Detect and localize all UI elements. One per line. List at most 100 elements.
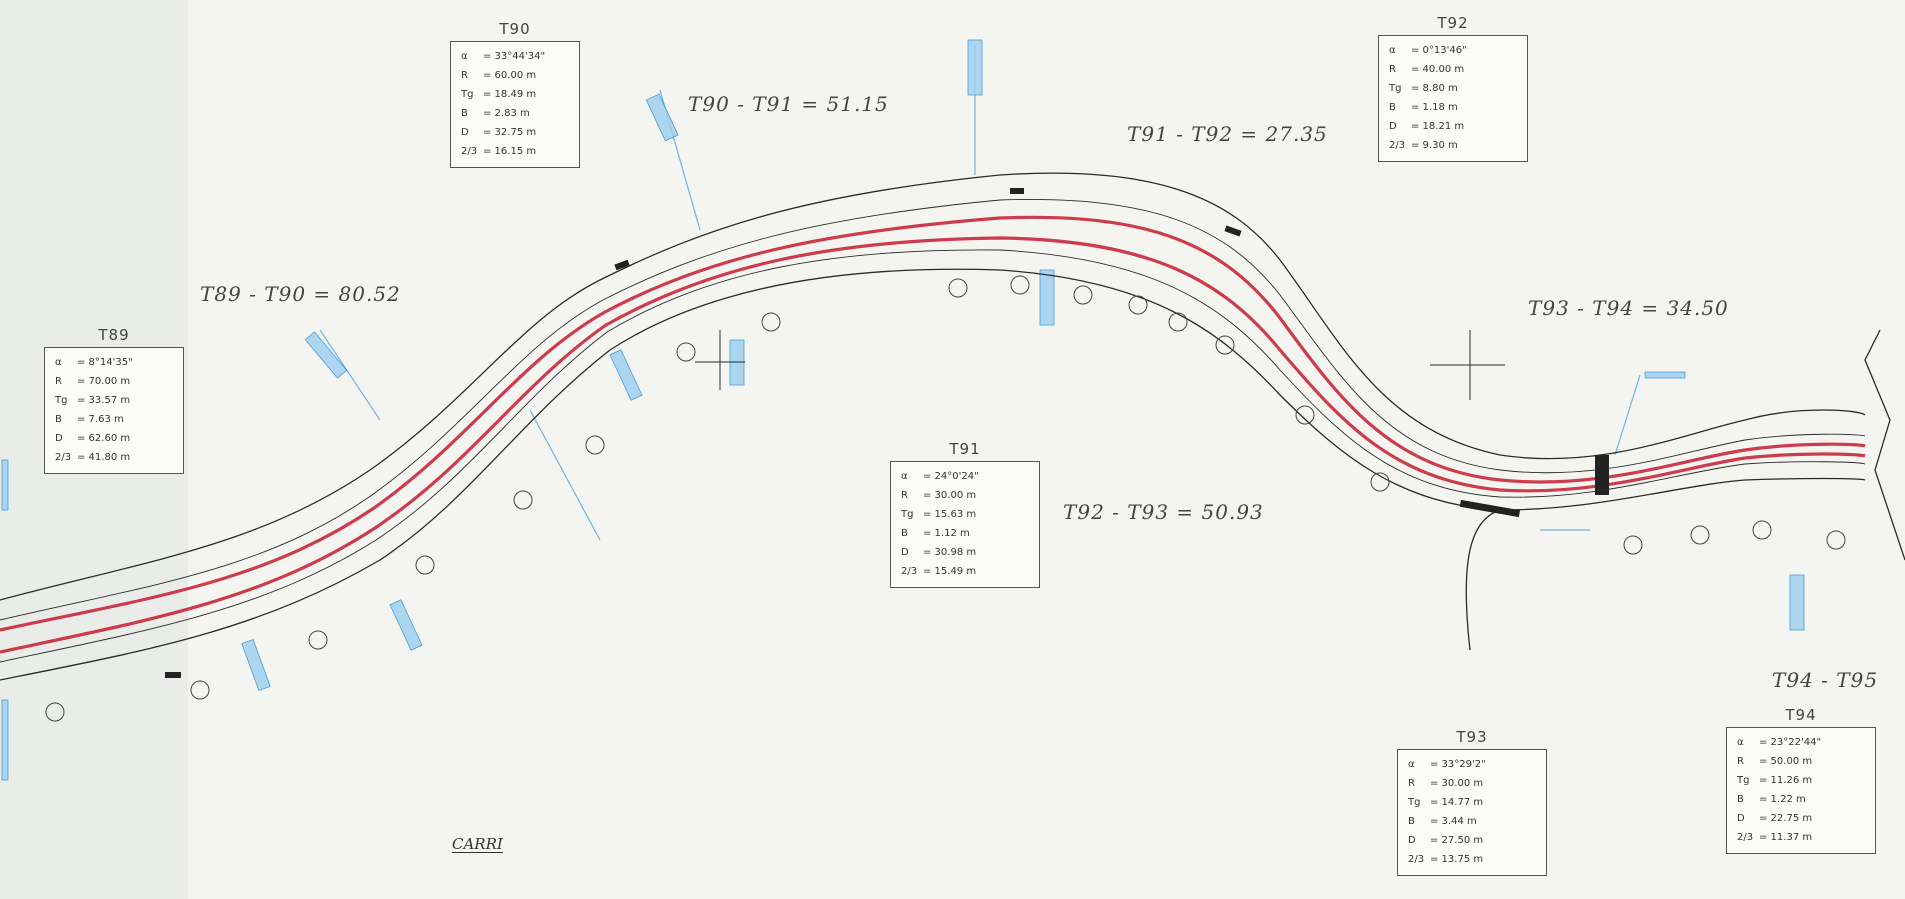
param-value: = 32.75 m — [483, 127, 537, 138]
param-name: 2/3 — [901, 566, 918, 577]
blue-tag — [1039, 269, 1055, 326]
blue-tag — [1644, 371, 1686, 379]
curve-row: R= 60.00 m — [461, 66, 571, 85]
curve-table-t89: T89 α= 8°14'35" R= 70.00 m Tg= 33.57 m B… — [44, 326, 184, 474]
param-value: = 1.18 m — [1411, 102, 1458, 113]
station-marker — [1073, 285, 1093, 305]
curve-row: α= 24°0'24" — [901, 467, 1031, 486]
centerline-south — [0, 236, 1866, 654]
param-value: = 15.49 m — [923, 566, 977, 577]
station-marker — [513, 490, 533, 510]
curve-table-t94: T94 α= 23°22'44" R= 50.00 m Tg= 11.26 m … — [1726, 706, 1876, 854]
curve-row: B = 1.18 m — [1389, 98, 1519, 117]
param-name: Tg — [1737, 775, 1750, 786]
segment-label-t91-t92: T91 - T92 = 27.35 — [1127, 122, 1328, 146]
outer-edge-north — [0, 172, 1866, 601]
station-marker — [676, 342, 696, 362]
curve-row: D= 18.21 m — [1389, 117, 1519, 136]
param-value: = 33°29'2" — [1430, 759, 1486, 770]
edge-right — [1864, 329, 1905, 561]
curve-row: D= 30.98 m — [901, 543, 1031, 562]
curve-params: α= 8°14'35" R= 70.00 m Tg= 33.57 m B= 7.… — [44, 347, 184, 474]
param-value: = 1.12 m — [923, 528, 970, 539]
param-name: B — [1737, 794, 1744, 805]
param-value: = 70.00 m — [77, 376, 131, 387]
param-name: D — [1408, 835, 1416, 846]
param-name: Tg — [55, 395, 68, 406]
blue-tag — [1, 699, 9, 781]
curve-row: α= 23°22'44" — [1737, 733, 1867, 752]
station-marker — [1370, 472, 1390, 492]
param-name: B — [901, 528, 908, 539]
param-name: Tg — [1408, 797, 1421, 808]
param-name: R — [1389, 64, 1396, 75]
blue-tag — [645, 93, 679, 142]
param-value: = 30.00 m — [1430, 778, 1484, 789]
param-name: R — [461, 70, 468, 81]
curve-title: T89 — [98, 326, 130, 344]
param-value: = 1.22 m — [1759, 794, 1806, 805]
segment-label-t92-t93: T92 - T93 = 50.93 — [1063, 500, 1264, 524]
param-value: = 13.75 m — [1430, 854, 1484, 865]
station-marker — [1128, 295, 1148, 315]
station-marker — [190, 680, 210, 700]
blue-tag — [389, 599, 423, 651]
drawing-id-label: CARRI — [452, 835, 503, 853]
param-name: B — [1408, 816, 1415, 827]
curve-row: B = 1.22 m — [1737, 790, 1867, 809]
param-value: = 8.80 m — [1411, 83, 1458, 94]
station-marker — [1623, 535, 1643, 555]
point-marker — [1459, 499, 1521, 518]
param-value: = 24°0'24" — [923, 471, 979, 482]
curve-row: D = 27.50 m — [1408, 831, 1538, 850]
lane-lines — [0, 199, 1866, 663]
curve-title: T90 — [499, 20, 531, 38]
param-value: = 33.57 m — [77, 395, 131, 406]
curve-params: α= 33°29'2" R= 30.00 m Tg= 14.77 m B= 3.… — [1397, 749, 1547, 876]
param-name: R — [1737, 756, 1744, 767]
blue-tag-markers — [1, 39, 1805, 781]
param-value: = 27.50 m — [1430, 835, 1484, 846]
param-name: R — [1408, 778, 1415, 789]
station-marker — [45, 702, 65, 722]
curve-title: T91 — [949, 440, 981, 458]
segment-label-t89-t90: T89 - T90 = 80.52 — [200, 282, 401, 306]
curve-title: T92 — [1437, 14, 1469, 32]
param-name: B — [1389, 102, 1396, 113]
point-marker — [1595, 455, 1609, 495]
param-value: = 9.30 m — [1411, 140, 1458, 151]
station-marker — [1752, 520, 1772, 540]
param-name: B — [55, 414, 62, 425]
station-marker — [1295, 405, 1315, 425]
curve-row: Tg= 11.26 m — [1737, 771, 1867, 790]
param-value: = 15.63 m — [923, 509, 977, 520]
curve-row: 2/3= 9.30 m — [1389, 136, 1519, 155]
curve-params: α= 0°13'46" R= 40.00 m Tg= 8.80 m B= 1.1… — [1378, 35, 1528, 162]
curve-row: α= 33°29'2" — [1408, 755, 1538, 774]
param-name: D — [461, 127, 469, 138]
param-value: = 8°14'35" — [77, 357, 133, 368]
blue-tag — [609, 349, 643, 401]
curve-row: α= 8°14'35" — [55, 353, 175, 372]
curve-row: 2/3 = 15.49 m — [901, 562, 1031, 581]
curve-params: α= 33°44'34" R= 60.00 m Tg= 18.49 m B= 2… — [450, 41, 580, 168]
param-value: = 41.80 m — [77, 452, 131, 463]
lane-line-1 — [0, 199, 1866, 621]
param-value: = 16.15 m — [483, 146, 537, 157]
param-name: D — [55, 433, 63, 444]
point-marker — [1010, 188, 1024, 194]
curve-row: 2/3= 41.80 m — [55, 448, 175, 467]
param-name: 2/3 — [1737, 832, 1754, 843]
curve-row: Tg= 15.63 m — [901, 505, 1031, 524]
curve-row: B= 3.44 m — [1408, 812, 1538, 831]
curve-table-t93: T93 α= 33°29'2" R= 30.00 m Tg= 14.77 m B… — [1397, 728, 1547, 876]
curve-row: B= 7.63 m — [55, 410, 175, 429]
param-value: = 50.00 m — [1759, 756, 1813, 767]
param-name: α — [1389, 45, 1396, 56]
curve-row: R= 30.00 m — [901, 486, 1031, 505]
param-name: D — [1389, 121, 1397, 132]
param-value: = 62.60 m — [77, 433, 131, 444]
param-name: α — [461, 51, 468, 62]
param-value: = 0°13'46" — [1411, 45, 1467, 56]
